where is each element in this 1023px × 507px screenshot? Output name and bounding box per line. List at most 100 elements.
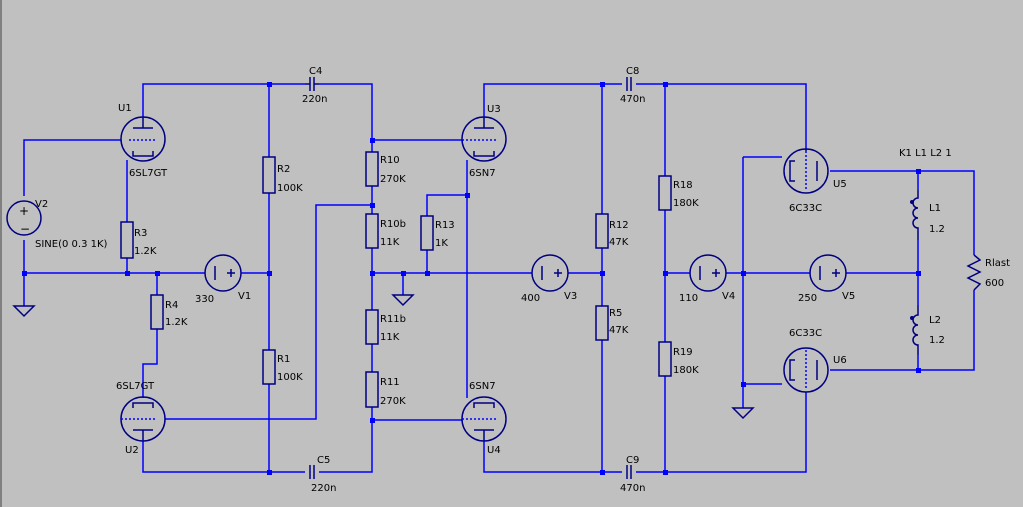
triode-u4[interactable] — [461, 396, 507, 442]
voltage-source-v1[interactable] — [204, 254, 242, 292]
u3-model-label: 6SN7 — [469, 168, 496, 179]
rlast-ref-label: Rlast — [985, 258, 1010, 269]
u5-model-label: 6C33C — [789, 203, 822, 214]
c4-value-label: 220n — [302, 94, 327, 105]
capacitor-c5[interactable] — [309, 465, 315, 479]
r10b-value-label: 11K — [380, 237, 400, 248]
triode-u6[interactable] — [783, 347, 829, 393]
v2-value-label: SINE(0 0.3 1K) — [35, 239, 108, 250]
r18-value-label: 180K — [673, 198, 699, 209]
capacitor-c4[interactable] — [305, 77, 319, 91]
triode-u1[interactable] — [120, 116, 166, 162]
triode-u2[interactable] — [120, 396, 166, 442]
r19-ref-label: R19 — [673, 347, 693, 358]
resistor-r11[interactable] — [365, 371, 379, 408]
r12-ref-label: R12 — [609, 220, 629, 231]
resistor-r5[interactable] — [595, 305, 609, 341]
inductor-l2[interactable] — [910, 305, 919, 355]
u4-ref-label: U4 — [487, 445, 501, 456]
ground-symbol-v2 — [12, 305, 36, 318]
r13-ref-label: R13 — [435, 220, 455, 231]
voltage-source-v4[interactable] — [689, 254, 727, 292]
c8-value-label: 470n — [620, 94, 645, 105]
voltage-source-v5[interactable] — [809, 254, 847, 292]
voltage-source-v2[interactable]: + − — [6, 200, 42, 236]
r3-ref-label: R3 — [134, 228, 147, 239]
v3-value-label: 400 — [521, 293, 540, 304]
r4-value-label: 1.2K — [165, 317, 188, 328]
u1-model-label: 6SL7GT — [129, 168, 168, 179]
capacitor-c8[interactable] — [626, 77, 632, 91]
r5-value-label: 47K — [609, 325, 629, 336]
r5-ref-label: R5 — [609, 308, 622, 319]
triode-u3[interactable] — [461, 116, 507, 162]
v2-ref-label: V2 — [35, 199, 48, 210]
v1-value-label: 330 — [195, 294, 214, 305]
rlast-value-label: 600 — [985, 278, 1004, 289]
resistor-r18[interactable] — [658, 175, 672, 211]
c9-ref-label: C9 — [626, 455, 639, 466]
v4-value-label: 110 — [679, 293, 698, 304]
r11b-value-label: 11K — [380, 332, 400, 343]
svg-text:−: − — [20, 222, 30, 236]
junctions — [22, 82, 921, 475]
l1-value-label: 1.2 — [929, 224, 945, 235]
resistor-r10[interactable] — [365, 151, 379, 187]
r2-ref-label: R2 — [277, 164, 290, 175]
r18-ref-label: R18 — [673, 180, 693, 191]
ground-symbol-output — [731, 407, 755, 420]
voltage-source-v3[interactable] — [531, 254, 569, 292]
c5-ref-label: C5 — [317, 455, 330, 466]
r19-value-label: 180K — [673, 365, 699, 376]
l1-ref-label: L1 — [929, 203, 941, 214]
v1-ref-label: V1 — [238, 291, 251, 302]
capacitor-c9[interactable] — [626, 465, 632, 479]
r10-value-label: 270K — [380, 174, 406, 185]
c4-ref-label: C4 — [309, 66, 322, 77]
c5-value-label: 220n — [311, 483, 336, 494]
ground-symbol-center — [391, 294, 415, 307]
l2-value-label: 1.2 — [929, 335, 945, 346]
u3-ref-label: U3 — [487, 104, 501, 115]
resistor-r19[interactable] — [658, 341, 672, 377]
resistor-r4[interactable] — [150, 294, 164, 330]
c9-value-label: 470n — [620, 483, 645, 494]
r4-ref-label: R4 — [165, 300, 178, 311]
resistor-r2[interactable] — [262, 156, 276, 194]
v4-ref-label: V4 — [722, 291, 735, 302]
u4-model-label: 6SN7 — [469, 381, 496, 392]
resistor-r10b[interactable] — [365, 213, 379, 249]
resistor-r1[interactable] — [262, 349, 276, 385]
u2-ref-label: U2 — [125, 445, 139, 456]
v5-value-label: 250 — [798, 293, 817, 304]
spice-directive[interactable]: K1 L1 L2 1 — [899, 148, 952, 159]
resistor-r13[interactable] — [420, 215, 434, 251]
r1-ref-label: R1 — [277, 354, 290, 365]
r13-value-label: 1K — [435, 238, 448, 249]
resistor-rlast[interactable] — [966, 254, 982, 291]
r11b-ref-label: R11b — [380, 314, 406, 325]
l2-ref-label: L2 — [929, 315, 941, 326]
r11-value-label: 270K — [380, 396, 406, 407]
r3-value-label: 1.2K — [134, 246, 157, 257]
u1-ref-label: U1 — [118, 103, 132, 114]
u5-ref-label: U5 — [833, 179, 847, 190]
triode-u5[interactable] — [783, 148, 829, 194]
r2-value-label: 100K — [277, 183, 303, 194]
u6-ref-label: U6 — [833, 355, 847, 366]
r10b-ref-label: R10b — [380, 219, 406, 230]
v3-ref-label: V3 — [564, 291, 577, 302]
r11-ref-label: R11 — [380, 377, 400, 388]
r10-ref-label: R10 — [380, 155, 400, 166]
r12-value-label: 47K — [609, 237, 629, 248]
resistor-r3[interactable] — [120, 221, 134, 259]
c8-ref-label: C8 — [626, 66, 639, 77]
v5-ref-label: V5 — [842, 291, 855, 302]
resistor-r12[interactable] — [595, 213, 609, 249]
r1-value-label: 100K — [277, 372, 303, 383]
resistor-r11b[interactable] — [365, 309, 379, 345]
inductor-l1[interactable] — [910, 190, 919, 240]
u6-model-label: 6C33C — [789, 328, 822, 339]
svg-text:+: + — [19, 204, 29, 218]
